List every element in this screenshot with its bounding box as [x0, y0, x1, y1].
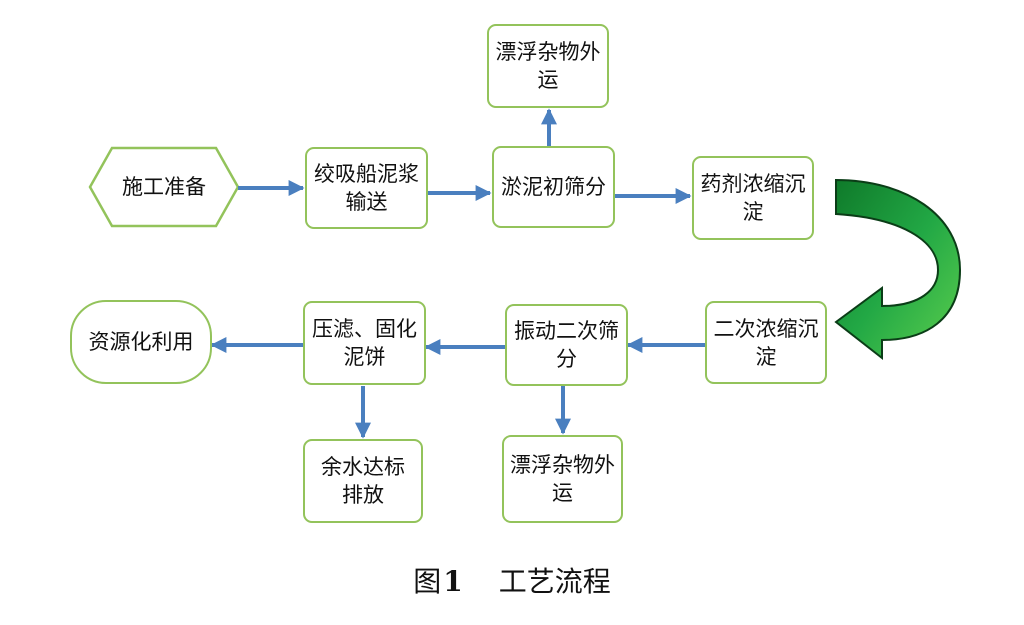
figure-caption: 图1 工艺流程 [0, 560, 1024, 600]
node-float1: 漂浮杂物外运 [487, 24, 609, 108]
node-dose: 药剂浓缩沉淀 [692, 156, 814, 240]
node-dredge: 绞吸船泥浆输送 [305, 147, 428, 229]
node-reuse: 资源化利用 [70, 300, 212, 384]
node-start: 施工准备 [122, 175, 206, 199]
node-conc2: 二次浓缩沉淀 [705, 301, 827, 384]
caption-number: 1 [443, 565, 463, 598]
node-float2: 漂浮杂物外运 [502, 435, 623, 523]
node-screen1: 淤泥初筛分 [492, 146, 615, 228]
caption-label: 图 [413, 565, 442, 598]
node-water: 余水达标排放 [303, 439, 423, 523]
node-press: 压滤、固化泥饼 [303, 301, 426, 385]
big-curved-arrow [834, 178, 962, 361]
node-vibrate: 振动二次筛分 [505, 304, 628, 386]
caption-title: 工艺流程 [498, 565, 611, 598]
